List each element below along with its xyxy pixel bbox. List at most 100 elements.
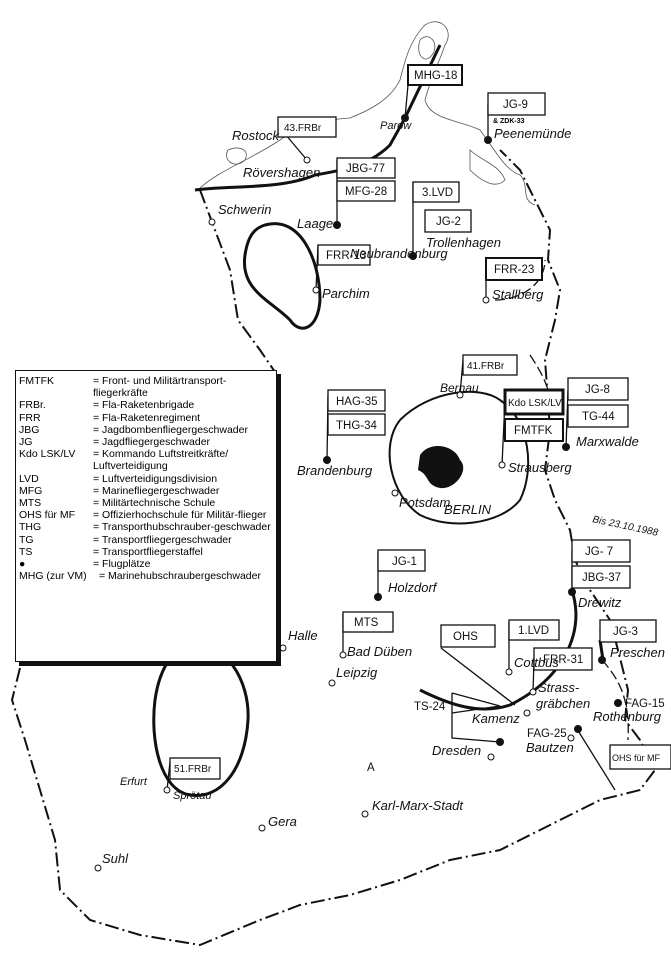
unit-kdo-lsk-lv: Kdo LSK/LV FMTFK xyxy=(501,388,565,466)
svg-text:51.FRBr: 51.FRBr xyxy=(174,764,212,775)
label-trollenhagen: Trollenhagen xyxy=(426,235,501,250)
legend-abbr: MFG xyxy=(19,484,43,497)
legend-abbr: TG xyxy=(19,533,34,546)
legend-text: = Militärtechnische Schule xyxy=(93,497,216,510)
legend-abbr: OHS für MF xyxy=(19,509,76,522)
legend: FMTFK = Front- und Militärtransport-flieg… xyxy=(15,370,277,662)
label-dresden: Dresden xyxy=(432,743,481,758)
svg-text:TS-24: TS-24 xyxy=(414,701,446,713)
berlin-ring xyxy=(388,390,530,525)
label-erfurt: Erfurt xyxy=(120,776,148,788)
label-suhl: Suhl xyxy=(102,851,129,866)
airfield-icons xyxy=(323,114,622,746)
legend-text: = Front- und Militärtransport-fliegerkrä… xyxy=(93,375,227,400)
svg-text:JG-1: JG-1 xyxy=(392,556,417,568)
label-potsdam: Potsdam xyxy=(399,495,450,510)
unit-jbg37: JBG-37 xyxy=(582,572,621,584)
unit-tg44: TG-44 xyxy=(582,411,615,423)
unit-frr23: FRR-23 xyxy=(485,257,543,300)
legend-row: FMTFK = Front- und Militärtransport-flieg… xyxy=(19,375,273,399)
svg-text:3.LVD: 3.LVD xyxy=(422,187,453,199)
svg-text:FRR-13: FRR-13 xyxy=(326,250,366,262)
legend-row: ●= Flugplätze xyxy=(19,558,273,570)
legend-abbr: FRBr. xyxy=(19,399,46,412)
label-brandenburg: Brandenburg xyxy=(297,463,373,478)
legend-text: = Transportfliegergeschwader xyxy=(93,533,232,546)
route-north xyxy=(194,44,442,192)
label-bernau: Bernau xyxy=(440,381,479,395)
label-schwerin: Schwerin xyxy=(218,202,271,217)
legend-abbr: LVD xyxy=(19,472,39,485)
label-leipzig: Leipzig xyxy=(336,665,378,680)
unit-3-lvd: 3.LVD xyxy=(412,181,460,256)
svg-text:JG-9: JG-9 xyxy=(503,99,528,111)
legend-row: THG = Transporthubschrauber-geschwader xyxy=(19,521,273,533)
legend-text: = Jagdbombenfliegergeschwader xyxy=(93,423,248,436)
unit-43-frbr: 43.FRBr xyxy=(277,116,337,161)
legend-text: = Kommando Luftstreitkräfte/ Luftverteid… xyxy=(93,448,229,473)
legend-abbr: JBG xyxy=(19,423,40,436)
unit-fmtfk: FMTFK xyxy=(514,425,553,437)
label-peenemuende: Peenemünde xyxy=(494,126,571,141)
unit-jg1: JG-1 xyxy=(377,549,426,597)
svg-text:& ZDK-33: & ZDK-33 xyxy=(493,118,525,125)
unit-mts: MTS xyxy=(342,611,394,655)
legend-abbr: ● xyxy=(19,558,26,571)
unit-jg3: JG-3 xyxy=(599,619,657,661)
legend-row: FRBr. = Fla-Raketenbrigade xyxy=(19,399,273,411)
svg-text:Kdo LSK/LV: Kdo LSK/LV xyxy=(508,398,562,409)
legend-row: MFG= Marinefliegergeschwader xyxy=(19,485,273,497)
route-east xyxy=(494,259,629,741)
coastline-islands xyxy=(226,36,506,185)
legend-abbr: TS xyxy=(19,545,33,558)
label-halle: Halle xyxy=(288,628,318,643)
legend-row: MHG (zur VM)= Marinehubschraubergeschwad… xyxy=(19,570,273,582)
legend-row: MTS= Militärtechnische Schule xyxy=(19,497,273,509)
label-strass: Strass- xyxy=(538,680,580,695)
label-parow: Parow xyxy=(380,120,412,132)
legend-row: JG= Jagdfliegergeschwader xyxy=(19,436,273,448)
unit-jg9: JG-9 & ZDK-33 xyxy=(487,92,546,140)
label-graebchen: gräbchen xyxy=(536,696,590,711)
unit-1-lvd: 1.LVD xyxy=(508,619,560,672)
label-bautzen: Bautzen xyxy=(526,740,574,755)
label-rostock: Rostock xyxy=(232,128,280,143)
legend-text: = Fla-Raketenregiment xyxy=(93,411,201,424)
svg-text:OHS für MF: OHS für MF xyxy=(612,753,661,763)
legend-text: = Fla-Raketenbrigade xyxy=(93,399,195,412)
legend-text: = Transporthubschrauber-geschwader xyxy=(93,521,271,534)
legend-abbr: MHG (zur VM) xyxy=(19,570,87,583)
unit-fag15: FAG-15 xyxy=(625,698,665,710)
label-marxwalde: Marxwalde xyxy=(576,434,639,449)
unit-41-frbr: 41.FRBr xyxy=(459,354,518,396)
label-strausberg: Strausberg xyxy=(508,460,572,475)
label-neubrandenburg: Neubrandenburg xyxy=(350,246,448,261)
legend-abbr: THG xyxy=(19,521,42,534)
legend-row: FRR= Fla-Raketenregiment xyxy=(19,412,273,424)
svg-text:JG-2: JG-2 xyxy=(436,216,461,228)
svg-text:41.FRBr: 41.FRBr xyxy=(467,361,505,372)
label-stallberg: Stallberg xyxy=(492,287,544,302)
svg-text:43.FRBr: 43.FRBr xyxy=(284,123,322,134)
unit-frr31: FRR-31 xyxy=(532,647,593,693)
legend-text: = Luftverteidigungsdivision xyxy=(93,472,218,485)
unit-jg8: JG-8TG-44 xyxy=(565,377,629,448)
label-kamenz: Kamenz xyxy=(472,711,520,726)
unit-ohs: OHS xyxy=(440,624,516,706)
svg-text:HAG-35: HAG-35 xyxy=(336,396,378,408)
unit-frr13: FRR-13 xyxy=(315,244,371,291)
label-laage: Laage xyxy=(297,216,333,231)
label-berlin: BERLIN xyxy=(444,502,492,517)
legend-row: TG = Transportfliegergeschwader xyxy=(19,534,273,546)
label-roevershagen: Rövershagen xyxy=(243,165,320,180)
legend-abbr: FMTFK xyxy=(19,375,54,387)
label-sproetau: Sprötau xyxy=(173,790,212,802)
label-bad-dueben: Bad Düben xyxy=(347,644,412,659)
svg-text:MTS: MTS xyxy=(354,617,379,629)
legend-row: LVD = Luftverteidigungsdivision xyxy=(19,473,273,485)
label-preschen: Preschen xyxy=(610,645,665,660)
